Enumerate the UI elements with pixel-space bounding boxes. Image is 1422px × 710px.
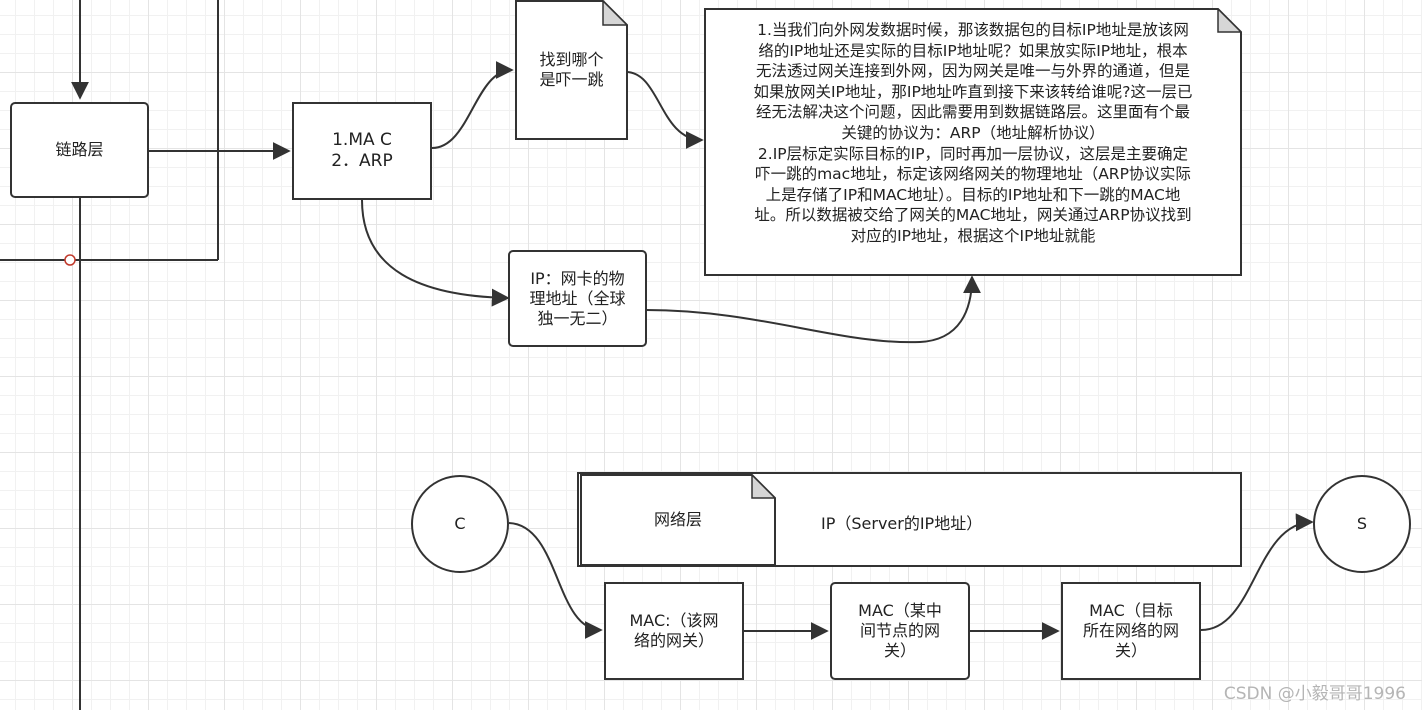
server-node[interactable]: S — [1313, 475, 1411, 573]
next-hop-line-2: 是吓一跳 — [539, 70, 604, 89]
mac-intermediate-line-2: 间节点的网 — [859, 621, 940, 640]
ip-physical-node[interactable]: IP：网卡的物 理地址（全球 独一无二） — [508, 250, 647, 347]
network-layer-label: 网络层 — [653, 510, 702, 529]
ip-physical-line-1: IP：网卡的物 — [530, 268, 625, 288]
note-line-3: 无法透过网关连接到外网，因为网关是唯一与外界的通道，但是 — [755, 62, 1190, 81]
mac-arp-line-1: 1.MA C — [332, 129, 392, 150]
next-hop-doc-node[interactable]: 找到哪个 是吓一跳 — [515, 0, 628, 140]
client-node[interactable]: C — [411, 475, 509, 573]
link-layer-node[interactable]: 链路层 — [10, 102, 149, 198]
note-shape — [704, 8, 1242, 276]
network-layer-doc[interactable]: 网络层 — [580, 474, 776, 566]
link-layer-label: 链路层 — [55, 140, 104, 159]
arrow-mac-to-doc — [431, 61, 514, 149]
doc-shape — [515, 0, 628, 140]
arrow-client-to-mac — [508, 522, 603, 639]
network-doc-shape — [580, 474, 776, 566]
note-line-8: 吓一跳的mac地址，标定该网络网关的物理地址（ARP协议实际 — [755, 165, 1191, 184]
note-line-11: 对应的IP地址，根据这个IP地址就能 — [850, 227, 1096, 246]
note-line-1: 1.当我们向外网发数据时候，那该数据包的目标IP地址是放该网 — [757, 21, 1189, 39]
arrow-doc-to-note — [625, 71, 704, 149]
note-line-9: 上是存储了IP和MAC地址）。目标的IP地址和下一跳的MAC地 — [765, 185, 1181, 204]
mac-arp-line-2: 2．ARP — [331, 151, 393, 171]
mac-intermediate-line-3: 关） — [883, 641, 916, 660]
note-line-6: 关键的协议为：ARP（地址解析协议） — [841, 124, 1105, 143]
note-line-10: 址。所以数据被交给了网关的MAC地址，网关通过ARP协议找到 — [754, 206, 1192, 225]
mac-target-line-1: MAC（目标 — [1089, 601, 1173, 620]
next-hop-line-1: 找到哪个 — [539, 50, 604, 69]
note-line-7: 2.IP层标定实际目标的IP，同时再加一层协议，这层是主要确定 — [757, 144, 1189, 163]
server-label: S — [1356, 514, 1368, 533]
mac-target-line-3: 关） — [1114, 641, 1147, 660]
mac-target-node[interactable]: MAC（目标 所在网络的网 关） — [1061, 582, 1201, 680]
note-line-4: 如果放网关IP地址，那IP地址咋直到接下来该转给谁呢?这一层已 — [753, 82, 1193, 101]
explanation-note[interactable]: 1.当我们向外网发数据时候，那该数据包的目标IP地址是放该网 络的IP地址还是实… — [704, 8, 1242, 276]
note-line-2: 络的IP地址还是实际的目标IP地址呢？如果放实际IP地址，根本 — [758, 41, 1188, 60]
client-label: C — [454, 514, 466, 533]
mac-gateway-line-2: 络的网关） — [633, 631, 714, 650]
arrow-ip-to-note — [645, 275, 981, 344]
mac-intermediate-node[interactable]: MAC（某中 间节点的网 关） — [830, 582, 970, 680]
mac-gateway-line-1: MAC:（该网 — [629, 611, 719, 630]
ip-physical-line-3: 独一无二） — [537, 308, 618, 328]
mac-arp-node[interactable]: 1.MA C 2．ARP — [292, 102, 432, 200]
ip-physical-line-2: 理地址（全球 — [529, 288, 626, 308]
note-line-5: 经无法解决这个问题，因此需要用到数据链路层。这里面有个最 — [755, 103, 1190, 122]
arrow-mac-to-ip — [361, 199, 510, 307]
csdn-watermark: CSDN @小毅哥哥1996 — [1223, 684, 1406, 704]
mac-target-line-2: 所在网络的网 — [1082, 621, 1179, 640]
mac-gateway-node[interactable]: MAC:（该网 络的网关） — [604, 582, 744, 680]
connection-port — [64, 254, 76, 266]
network-ip-label: IP（Server的IP地址） — [821, 514, 983, 533]
mac-intermediate-line-1: MAC（某中 — [858, 601, 942, 620]
arrow-target-to-server — [1200, 513, 1314, 631]
